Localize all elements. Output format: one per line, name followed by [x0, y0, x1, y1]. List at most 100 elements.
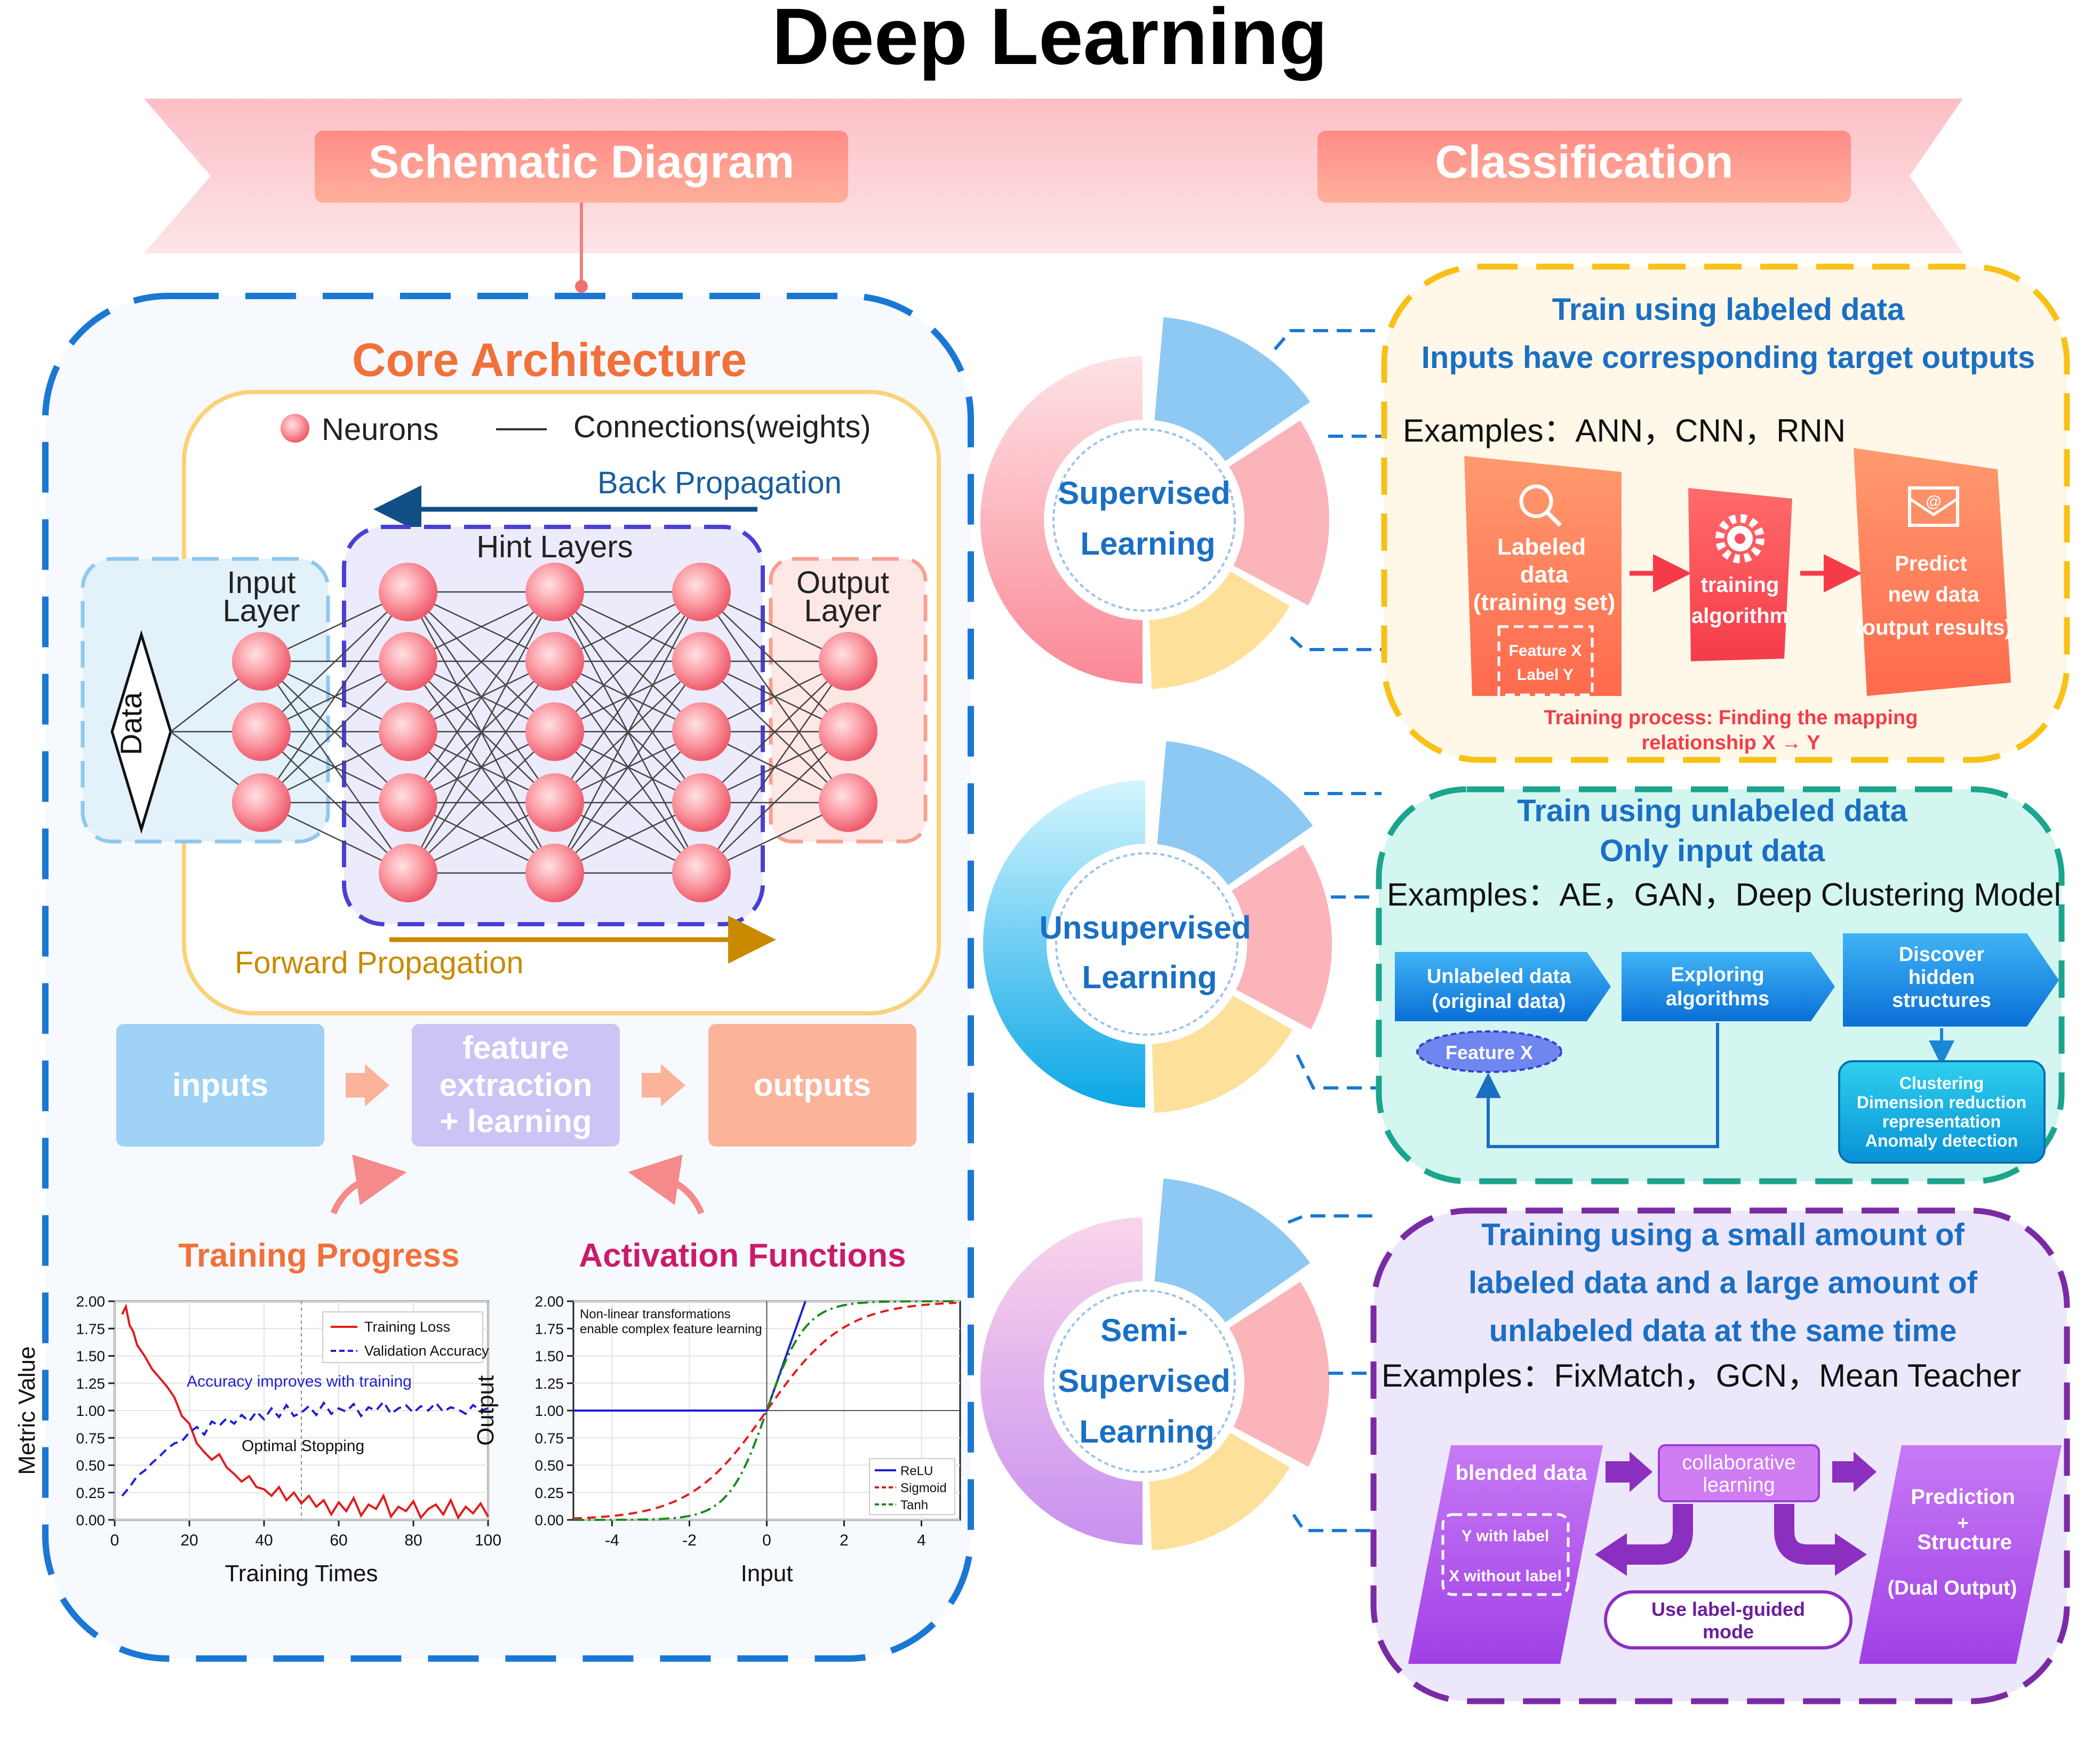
activation-tick-label-y: 0.00	[535, 1512, 564, 1528]
activation-tick-label-y: 0.75	[535, 1430, 564, 1446]
connection-line	[701, 731, 849, 874]
classification-pill	[1318, 131, 1851, 203]
semi-ring-blue-segment	[1151, 1175, 1315, 1327]
training-tick-label-y: 2.00	[76, 1293, 106, 1310]
prediction-label-4: (Dual Output)	[1888, 1577, 2017, 1599]
feature-x-label: Feature X	[1509, 642, 1582, 660]
arrow-to-feature-head	[365, 1064, 389, 1107]
prediction-step	[1859, 1445, 2062, 1664]
neuron	[672, 702, 731, 761]
neuron	[232, 702, 291, 761]
unlabeled-data-label-1: Unlabeled data	[1427, 965, 1571, 988]
main-title: Deep Learning	[772, 0, 1328, 81]
labeled-data-step	[1464, 456, 1622, 696]
semi-ring-label-2: Supervised	[1058, 1363, 1230, 1399]
output-layer-box	[769, 557, 928, 844]
neuron	[819, 773, 877, 832]
unlabeled-data-label-2: (original data)	[1432, 990, 1566, 1013]
semi-ring-pink-segment	[1225, 1277, 1332, 1471]
unsupervised-ring-label-1: Unsupervised	[1040, 910, 1251, 946]
supervised-ring-center	[1047, 423, 1241, 617]
neuron-legend-icon	[281, 414, 309, 443]
unsupervised-ring-left	[980, 776, 1148, 1111]
mail-icon-at: @	[1926, 493, 1941, 510]
training-tick-label-x: 40	[255, 1532, 273, 1549]
training-x-axis-label: Training Times	[225, 1560, 378, 1587]
activation-tick-label-y: 0.50	[535, 1457, 564, 1474]
activation-legend-label: ReLU	[900, 1464, 933, 1478]
neuron	[525, 702, 584, 761]
mail-icon	[1908, 486, 1959, 527]
clustering-label-2: Dimension reduction	[1857, 1093, 2026, 1112]
training-tick-label-x: 0	[110, 1532, 119, 1549]
activation-tick-label-y: 1.50	[535, 1348, 564, 1365]
feature-label-3: + learning	[440, 1103, 592, 1139]
feedback-loop-arrow	[1475, 1023, 1719, 1148]
training-curved-arrow	[330, 1154, 407, 1215]
activation-x-axis-label: Input	[741, 1560, 793, 1587]
semi-arrow-right-curve	[1774, 1504, 1835, 1565]
neuron	[672, 563, 731, 621]
connection-line	[701, 661, 849, 803]
gear-icon-hole	[1735, 533, 1745, 544]
semi-ring-yellow-segment	[1146, 1428, 1295, 1553]
core-architecture-title: Core Architecture	[352, 333, 747, 386]
neuron	[232, 773, 291, 832]
supervised-ring-pink-segment	[1225, 416, 1332, 610]
label-guided-label-2: mode	[1703, 1621, 1754, 1643]
unlabeled-data-step	[1395, 952, 1611, 1021]
semi-ring-label-1: Semi-	[1100, 1312, 1187, 1348]
training-tick-label-y: 0.50	[76, 1457, 106, 1474]
discover-label-3: structures	[1892, 989, 1991, 1012]
input-layer-label-1: Input	[227, 565, 296, 600]
blended-data-step	[1408, 1445, 1603, 1664]
ring-connectors	[1273, 329, 1382, 1532]
inputs-box	[116, 1024, 324, 1147]
data-diamond	[110, 630, 172, 834]
prediction-label-2: +	[1957, 1512, 1968, 1534]
connection-line	[408, 731, 555, 874]
forward-propagation-label: Forward Propagation	[235, 946, 524, 980]
semi-ring-left	[977, 1214, 1146, 1549]
neuron	[379, 632, 437, 691]
classification-rings	[977, 314, 1335, 1553]
semi-line-2: labeled data and a large amount of	[1468, 1266, 1978, 1300]
network-neurons	[232, 563, 877, 902]
activation-legend-label: Tanh	[900, 1498, 928, 1512]
outputs-label: outputs	[754, 1067, 871, 1103]
training-tick-label-x: 60	[330, 1532, 347, 1549]
semi-arrow-right-head	[1835, 1533, 1867, 1576]
schematic-pill	[315, 131, 848, 203]
training-tick-label-y: 0.25	[76, 1485, 106, 1501]
training-tick-label-y: 0.75	[76, 1430, 106, 1446]
predict-step	[1854, 448, 2011, 696]
semi-ring-inner-dash	[1052, 1290, 1236, 1473]
feature-label-2: extraction	[440, 1067, 593, 1103]
supervised-line-1: Train using labeled data	[1552, 292, 1905, 327]
clustering-result-box	[1838, 1060, 2046, 1164]
neuron	[819, 702, 877, 761]
unsupervised-ring-yellow-segment	[1148, 991, 1297, 1116]
predict-label-3: (output results)	[1855, 616, 2011, 639]
training-series-loss	[121, 1303, 489, 1520]
activation-tick-label-x: -4	[605, 1532, 619, 1549]
training-series-accuracy	[121, 1400, 489, 1497]
mail-icon-flap	[1909, 497, 1959, 517]
neuron	[819, 632, 877, 691]
labeled-data-label-3: (training set)	[1473, 589, 1615, 615]
hint-layers-label: Hint Layers	[476, 530, 633, 564]
training-algorithm-step	[1688, 488, 1792, 661]
supervised-line-2: Inputs have corresponding target outputs	[1422, 340, 2035, 375]
output-layer-label-1: Output	[796, 565, 889, 600]
activation-tick-label-y: 2.00	[535, 1293, 564, 1310]
prediction-label-1: Prediction	[1911, 1485, 2015, 1509]
connections-legend-label: Connections(weights)	[573, 410, 871, 444]
arrow-to-outputs-head	[661, 1064, 685, 1107]
connection-line	[407, 591, 556, 874]
neuron	[672, 844, 731, 902]
activation-tick-label-y: 1.00	[535, 1403, 564, 1419]
neuron	[525, 773, 584, 832]
neuron	[525, 844, 584, 902]
neurons-legend-label: Neurons	[322, 412, 438, 447]
